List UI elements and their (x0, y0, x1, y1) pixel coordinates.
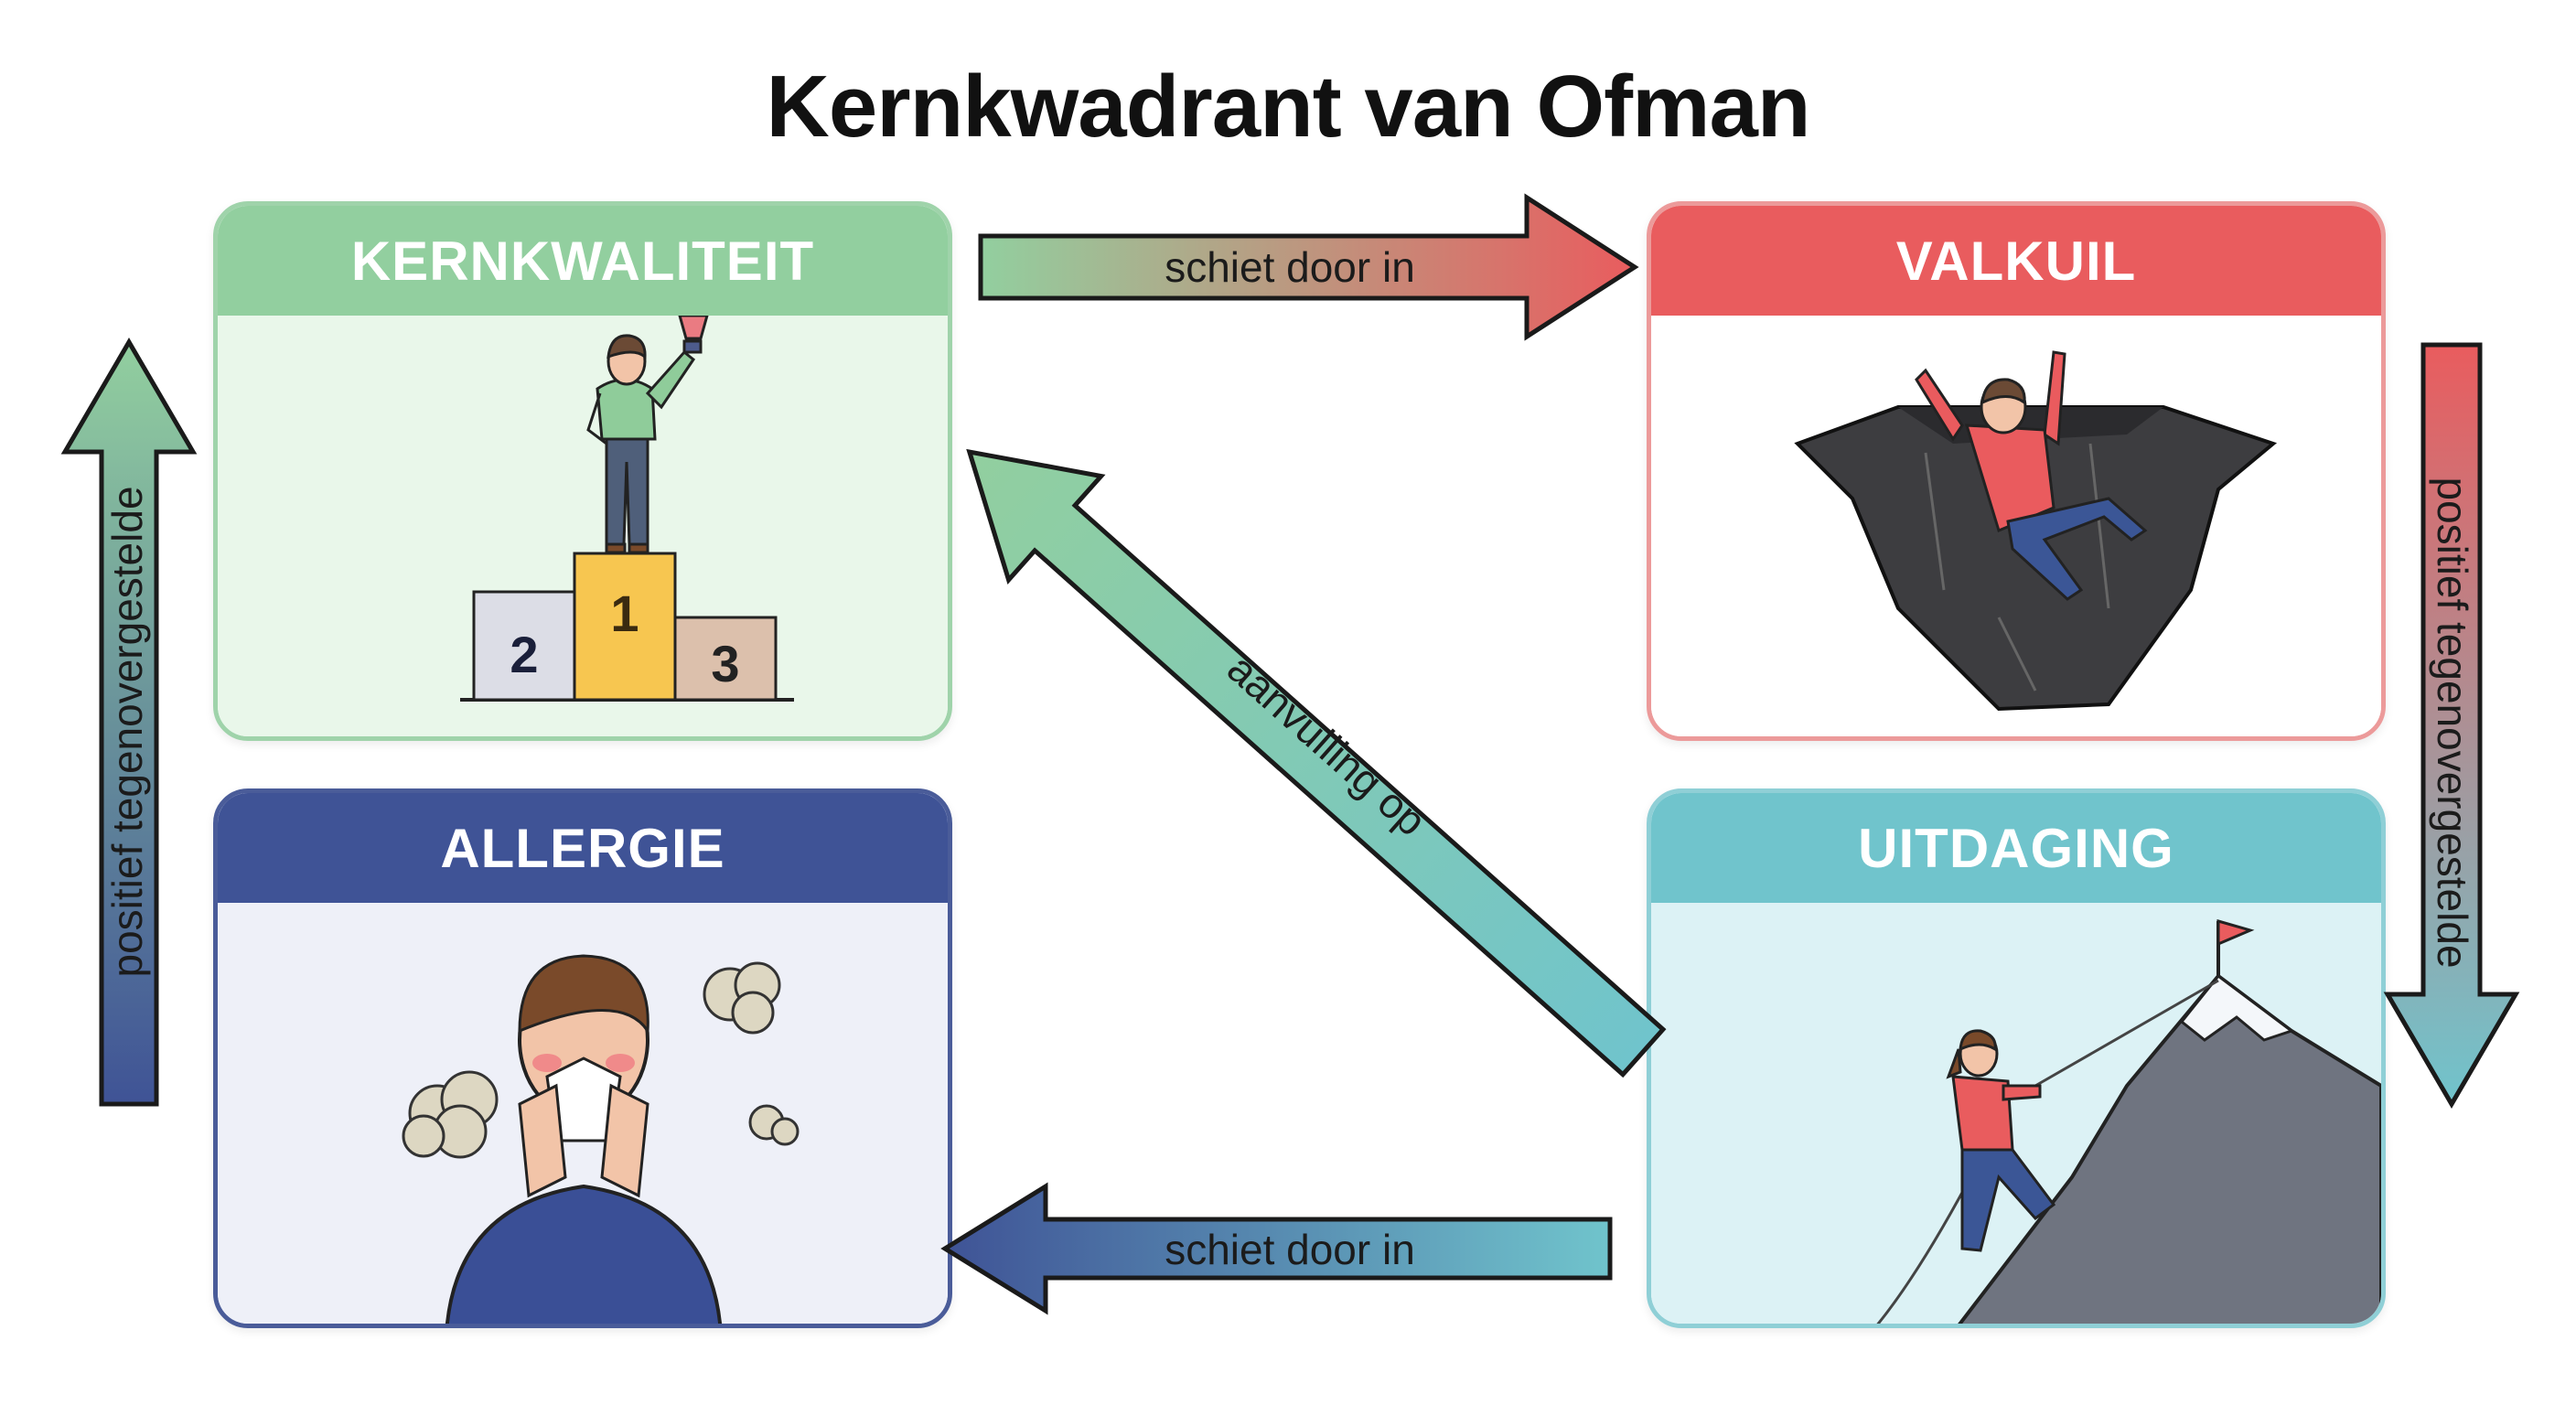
arrow-label-bottom: schiet door in (1165, 1226, 1415, 1273)
quadrant-body (218, 903, 948, 1324)
person-icon (586, 316, 709, 554)
quadrant-body: 2 1 3 (218, 316, 948, 736)
podium-trophy-illustration: 2 1 3 (460, 316, 794, 702)
podium-place-1: 1 (610, 585, 639, 642)
quadrant-uitdaging: UITDAGING (1647, 788, 2386, 1328)
arrow-top (978, 193, 1639, 341)
quadrant-header: ALLERGIE (218, 793, 948, 903)
arrow-right (2383, 342, 2520, 1109)
arrow-diagonal (966, 448, 1667, 1078)
mountain-climb-illustration (1876, 919, 2381, 1324)
climber-icon (1946, 1029, 2056, 1252)
arrow-bottom (940, 1182, 1613, 1315)
quadrant-header: UITDAGING (1651, 793, 2381, 903)
quadrant-valkuil: VALKUIL (1647, 201, 2386, 741)
pit-fall-illustration (1794, 350, 2278, 712)
dust-cloud-icon (402, 961, 800, 1159)
quadrant-allergie: ALLERGIE (213, 788, 952, 1328)
quadrant-body (1651, 316, 2381, 736)
arrow-label-left: positief tegenovergestelde (103, 486, 151, 977)
sneezing-person-illustration (402, 954, 800, 1324)
arrow-left (60, 338, 198, 1107)
quadrant-body (1651, 903, 2381, 1324)
podium-place-2: 2 (510, 626, 538, 683)
falling-person-icon (1915, 350, 2148, 601)
podium-place-3: 3 (711, 635, 739, 692)
quadrant-header: KERNKWALITEIT (218, 206, 948, 316)
quadrant-kernkwaliteit: KERNKWALITEIT 2 1 3 (213, 201, 952, 741)
arrow-label-right: positief tegenovergestelde (2429, 477, 2476, 968)
diagram-title: Kernkwadrant van Ofman (766, 58, 1811, 156)
quadrant-header: VALKUIL (1651, 206, 2381, 316)
flag-icon (2216, 919, 2255, 947)
arrow-label-top: schiet door in (1165, 243, 1415, 291)
